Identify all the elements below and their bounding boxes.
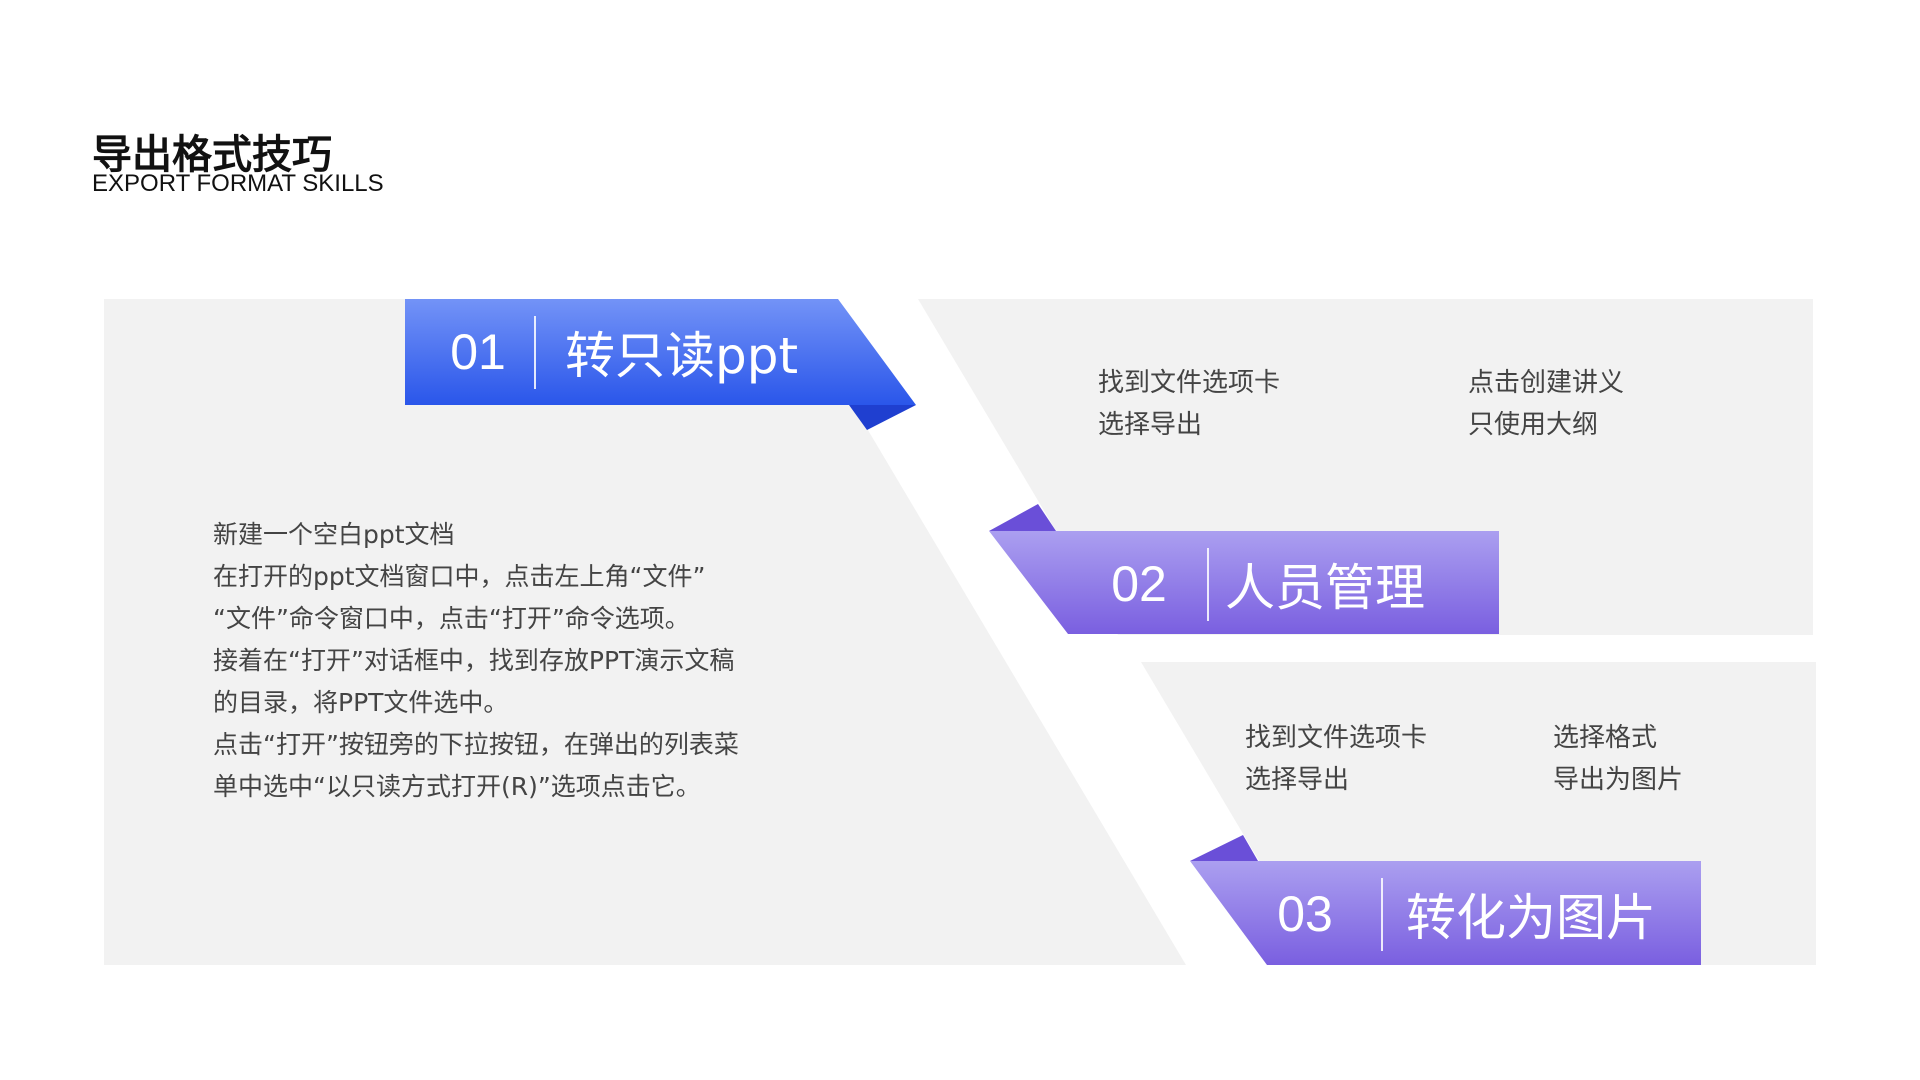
- body-line: 新建一个空白ppt文档: [213, 520, 455, 549]
- item-text: 导出为图片: [1553, 765, 1684, 795]
- section-01-number: 01: [450, 324, 506, 380]
- ribbon-03: [1190, 861, 1701, 965]
- item-text: 只使用大纲: [1468, 410, 1599, 440]
- section-01-title: 转只读ppt: [565, 327, 799, 385]
- body-line: 的目录，将PPT文件选中。: [213, 688, 509, 717]
- section-03-title: 转化为图片: [1406, 889, 1656, 947]
- ribbon-01-fold: [849, 405, 916, 430]
- page-subtitle: EXPORT FORMAT SKILLS: [92, 170, 384, 197]
- item-text: 选择格式: [1553, 723, 1658, 753]
- ribbon-03-fold: [1190, 835, 1258, 861]
- ribbon-02-fold: [989, 504, 1056, 531]
- body-line: “文件”命令窗口中，点击“打开”命令选项。: [213, 604, 690, 633]
- section-01-body: 新建一个空白ppt文档 在打开的ppt文档窗口中，点击左上角“文件” “文件”命…: [213, 514, 739, 808]
- section-03-col1: 找到文件选项卡 选择导出: [1245, 717, 1427, 801]
- section-02-col2: 点击创建讲义 只使用大纲: [1468, 362, 1624, 446]
- body-line: 单中选中“以只读方式打开(R)”选项点击它。: [213, 772, 701, 801]
- section-03-divider: [1381, 878, 1383, 951]
- ribbon-01: [405, 299, 916, 405]
- section-02-divider: [1207, 548, 1209, 621]
- item-text: 选择导出: [1245, 765, 1350, 795]
- section-01-divider: [534, 316, 536, 389]
- item-text: 点击创建讲义: [1468, 368, 1625, 398]
- section-02-number: 02: [1111, 556, 1167, 612]
- item-text: 找到文件选项卡: [1098, 368, 1281, 398]
- body-line: 点击“打开”按钮旁的下拉按钮，在弹出的列表菜: [213, 730, 739, 759]
- item-text: 选择导出: [1098, 410, 1203, 440]
- section-03-col2: 选择格式 导出为图片: [1553, 717, 1683, 801]
- section-03-number: 03: [1277, 886, 1333, 942]
- left-panel: [104, 299, 1186, 965]
- section-02-col1: 找到文件选项卡 选择导出: [1098, 362, 1280, 446]
- section-02-title: 人员管理: [1225, 559, 1425, 617]
- page-title: 导出格式技巧: [92, 132, 332, 178]
- body-line: 在打开的ppt文档窗口中，点击左上角“文件”: [213, 562, 706, 591]
- item-text: 找到文件选项卡: [1245, 723, 1428, 753]
- body-line: 接着在“打开”对话框中，找到存放PPT演示文稿: [213, 646, 735, 675]
- ribbon-02: [989, 531, 1499, 634]
